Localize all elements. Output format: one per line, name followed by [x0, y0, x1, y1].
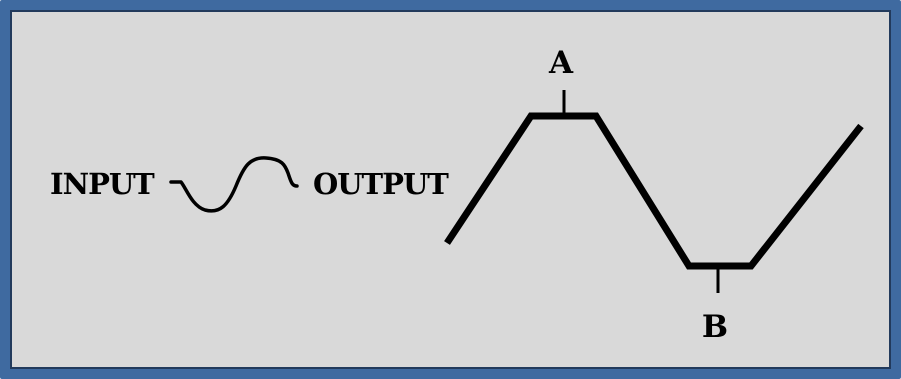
input-signal-curve [169, 156, 299, 213]
output-label: OUTPUT [313, 167, 449, 201]
output-waveform [444, 112, 864, 270]
point-b-label: B [702, 309, 728, 345]
point-a-label: A [548, 45, 574, 81]
input-label: INPUT [50, 167, 155, 201]
